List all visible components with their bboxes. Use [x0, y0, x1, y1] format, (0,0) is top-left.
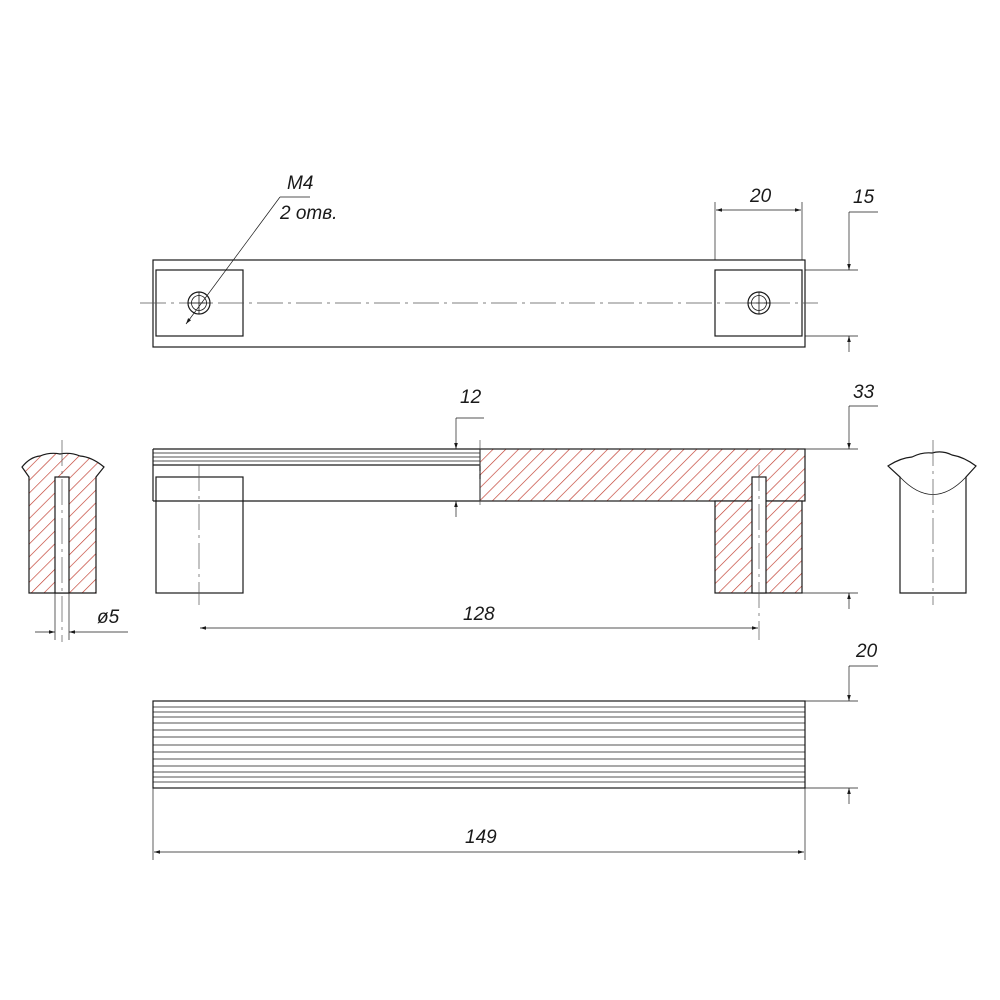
total-length-label: 149 — [465, 827, 497, 848]
hole-count-label: 2 отв. — [279, 203, 337, 224]
left-foot — [155, 476, 244, 594]
left-section-view: ø5 — [21, 440, 128, 642]
groove-depth-label: 12 — [460, 387, 482, 408]
bottom-view: 20 149 — [152, 641, 878, 860]
front-view: 12 33 128 — [152, 382, 878, 640]
thread-label: M4 — [287, 173, 313, 194]
top-view-outline — [152, 259, 806, 348]
hole-spacing-label: 128 — [463, 604, 495, 625]
top-view: M4 2 отв. 20 15 — [140, 173, 878, 352]
pad-height-label: 15 — [853, 187, 875, 208]
thread-leader — [185, 196, 281, 325]
right-thread-hole — [747, 291, 771, 315]
bar-depth-label: 20 — [855, 641, 878, 662]
right-mount-pad — [714, 269, 803, 337]
pin-diameter-label: ø5 — [97, 607, 120, 628]
pad-width-label: 20 — [749, 186, 772, 207]
right-end-view — [887, 440, 977, 605]
groove-lines — [153, 706, 805, 783]
left-thread-hole — [187, 291, 211, 315]
bottom-view-outline — [152, 700, 806, 789]
sectioned-bar — [479, 448, 806, 502]
total-height-label: 33 — [853, 382, 875, 403]
